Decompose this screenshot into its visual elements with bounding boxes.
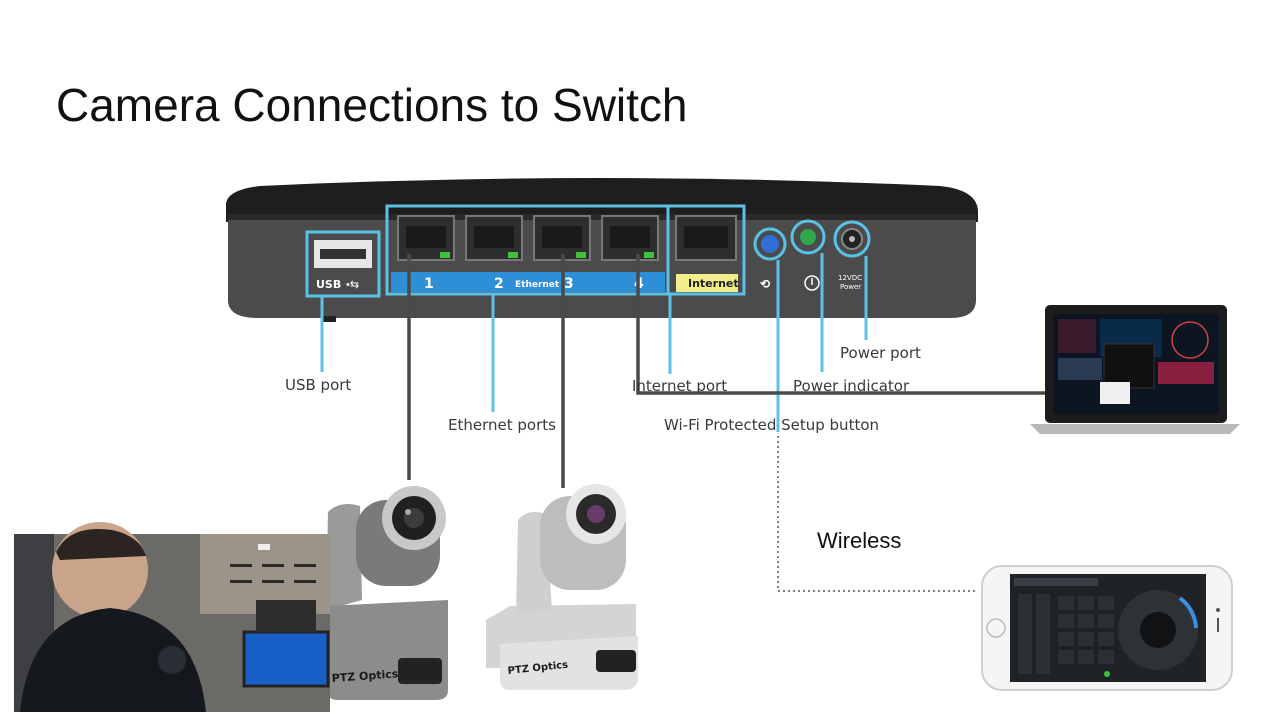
power-port: 12VDC Power bbox=[833, 220, 871, 291]
power-rating: 12VDC bbox=[838, 274, 862, 282]
cables bbox=[407, 254, 1104, 488]
slide-title: Camera Connections to Switch bbox=[56, 79, 688, 131]
port-number-1: 1 bbox=[424, 276, 434, 292]
power-word: Power bbox=[840, 283, 861, 291]
callout-internet-port: Internet port bbox=[632, 377, 728, 395]
callout-power-port: Power port bbox=[840, 344, 921, 362]
ptz-camera-left: PTZ Optics bbox=[326, 486, 448, 700]
phone bbox=[981, 565, 1233, 691]
wireless-link bbox=[777, 436, 976, 592]
presenter-video bbox=[14, 522, 330, 712]
laptop bbox=[1030, 305, 1240, 434]
callout-usb-port: USB port bbox=[285, 376, 352, 394]
usb-label: USB bbox=[316, 278, 341, 291]
usb-port: USB •⇆ bbox=[305, 230, 381, 298]
callout-wps-button: Wi-Fi Protected Setup button bbox=[664, 416, 880, 434]
port-number-2: 2 bbox=[494, 276, 504, 292]
wps-icon: ⟲ bbox=[760, 277, 771, 291]
internet-label: Internet bbox=[688, 277, 739, 290]
port-number-3: 3 bbox=[564, 276, 574, 292]
ptz-camera-right: PTZ Optics bbox=[486, 484, 638, 690]
callout-power-indicator: Power indicator bbox=[793, 377, 910, 395]
internet-port: Internet bbox=[666, 204, 746, 296]
ethernet-label: Ethernet bbox=[515, 280, 560, 290]
router: USB •⇆ bbox=[226, 178, 978, 322]
power-indicator bbox=[790, 219, 826, 291]
ethernet-jack-1 bbox=[397, 215, 455, 261]
ethernet-jack-3 bbox=[533, 215, 591, 261]
callout-ethernet-ports: Ethernet ports bbox=[448, 416, 556, 434]
usb-icon: •⇆ bbox=[346, 279, 359, 291]
ethernet-jack-4 bbox=[601, 215, 659, 261]
wireless-label: Wireless bbox=[817, 528, 902, 553]
ethernet-jack-2 bbox=[465, 215, 523, 261]
wps-button: ⟲ bbox=[753, 227, 787, 291]
camera-brand-left: PTZ Optics bbox=[331, 667, 399, 685]
callout-leaders bbox=[320, 253, 868, 432]
